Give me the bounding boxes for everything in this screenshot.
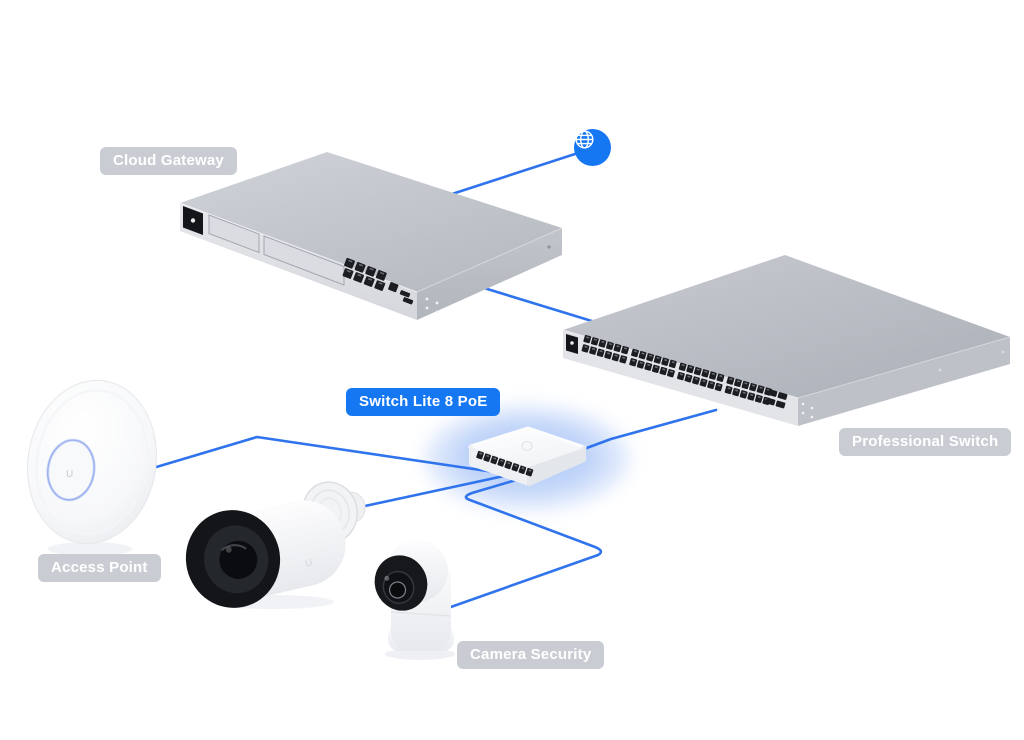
gateway-screws	[425, 245, 551, 314]
gateway-ports	[342, 257, 387, 291]
line-lite-domecamera	[446, 478, 603, 610]
proswitch-screws	[801, 328, 1005, 419]
switch-lite-ports	[476, 450, 534, 477]
access-point-device: U	[26, 379, 158, 556]
bullet-camera-logo: U	[304, 558, 314, 570]
gateway-drive-bay	[263, 235, 345, 286]
globe-icon	[574, 129, 611, 166]
access-point-label: Access Point	[38, 554, 161, 582]
switch-lite-device	[468, 426, 587, 486]
line-gateway-proswitch	[482, 286, 597, 324]
proswitch-sfp-ports	[765, 389, 788, 409]
proswitch-ports	[581, 334, 773, 406]
access-point-ring	[46, 438, 96, 502]
access-point-logo: U	[66, 469, 73, 480]
cloud-gateway-label: Cloud Gateway	[100, 147, 237, 175]
dome-camera-device	[374, 540, 455, 660]
switch-lite-logo	[521, 440, 533, 452]
gateway-sfp-ports	[388, 282, 414, 305]
bullet-camera-device: U	[185, 481, 366, 609]
line-lite-accesspoint	[151, 435, 496, 474]
bullet-camera-lens	[185, 510, 281, 608]
line-internet-gateway	[450, 152, 577, 196]
gateway-drive-bay	[208, 214, 260, 254]
connection-lines	[151, 152, 718, 610]
line-proswitch-lite	[582, 408, 718, 451]
professional-switch-device	[562, 255, 1011, 426]
dome-camera-lens	[374, 555, 428, 611]
camera-security-label: Camera Security	[457, 641, 605, 669]
professional-switch-label: Professional Switch	[839, 428, 1012, 456]
cloud-gateway-device	[179, 152, 563, 320]
switch-lite-label: Switch Lite 8 PoE	[346, 388, 501, 416]
